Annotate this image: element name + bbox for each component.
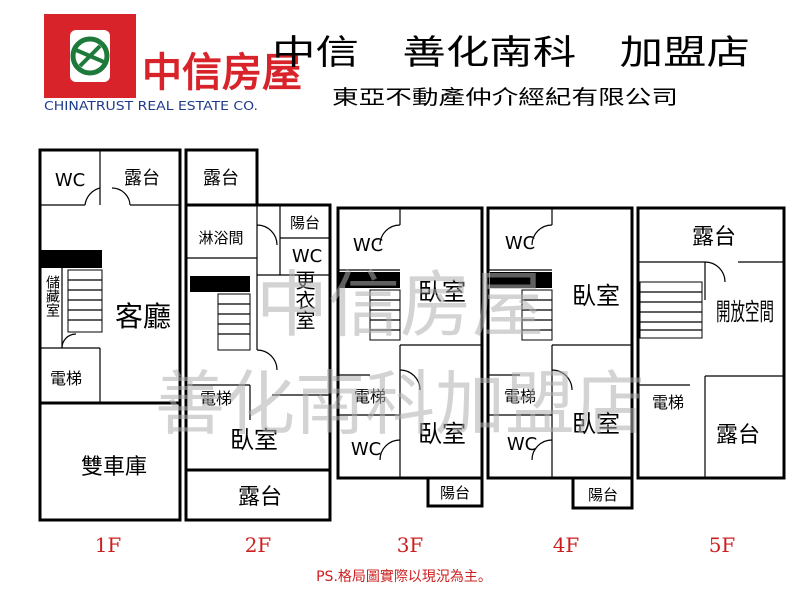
company-logo: 中信房屋 CHINATRUST REAL ESTATE CO. [44, 14, 302, 113]
f4-wc-bottom-label: WC [507, 434, 537, 455]
disclaimer-note: PS.格局圖實際以現況為主。 [316, 568, 492, 585]
f5-terrace-top-label: 露台 [692, 225, 736, 250]
f5-open-space-label: 開放空間 [716, 298, 774, 326]
floor-label-3f: 3F [397, 533, 424, 557]
f4-elevator-label: 電梯 [504, 387, 536, 406]
f4-bedroom-top-label: 臥室 [572, 282, 620, 310]
f2-bedroom-label: 臥室 [230, 426, 278, 454]
f2-terrace-top-label: 露台 [203, 168, 239, 189]
floor-3f-plan: WC 臥室 電梯 WC 臥室 陽台 [336, 206, 484, 508]
watermark-line1: 中信房屋 [256, 263, 544, 347]
f5-terrace-bottom-label: 露台 [716, 423, 760, 448]
f1-living-room-label: 客廳 [115, 300, 171, 333]
f2-shower-label: 淋浴間 [198, 229, 243, 247]
watermark-line2: 善化南科加盟店 [155, 363, 645, 445]
floor-label-2f: 2F [245, 533, 272, 557]
f1-elevator-label: 電梯 [50, 369, 82, 388]
f3-balcony-label: 陽台 [440, 484, 470, 502]
f1-terrace-label: 露台 [124, 168, 160, 189]
logo-brand-cn: 中信房屋 [142, 50, 302, 96]
f3-bedroom-top-label: 臥室 [418, 278, 466, 306]
f4-bedroom-bottom-label: 臥室 [572, 410, 620, 438]
f4-wc-top-label: WC [505, 233, 535, 254]
f2-elevator-label: 電梯 [200, 389, 232, 408]
floor-5f-plan: 露台 開放空間 電梯 露台 [636, 206, 786, 480]
f3-wc-bottom-label: WC [351, 439, 381, 460]
logo-brand-en: CHINATRUST REAL ESTATE CO. [44, 98, 258, 113]
floor-label-4f: 4F [553, 533, 580, 557]
f2-terrace-bottom-label: 露台 [238, 485, 282, 510]
f1-wc-label: WC [55, 170, 85, 191]
f1-storage-label: 儲藏室 [44, 275, 60, 317]
floor-2f-plan: 露台 淋浴間 陽台 WC 更衣室 電梯 臥室 露台 [184, 148, 332, 522]
f2-closet-label: 更衣室 [292, 270, 316, 330]
logo-globe-icon [70, 36, 110, 76]
f1-garage-label: 雙車庫 [81, 455, 147, 480]
floor-label-5f: 5F [709, 533, 736, 557]
floor-4f-plan: WC 臥室 電梯 WC 臥室 陽台 [486, 206, 634, 510]
page-title: 中信 善化南科 加盟店 [272, 33, 750, 73]
f2-wc-label: WC [292, 246, 322, 267]
f3-wc-top-label: WC [353, 235, 383, 256]
floor-1f-plan: WC 露台 儲藏室 客廳 電梯 雙車庫 [38, 148, 182, 522]
f4-balcony-label: 陽台 [588, 486, 618, 504]
floor-label-1f: 1F [95, 533, 122, 557]
f5-elevator-label: 電梯 [652, 393, 684, 412]
f3-bedroom-bottom-label: 臥室 [418, 420, 466, 448]
f3-elevator-label: 電梯 [354, 387, 386, 406]
watermark: 中信房屋 善化南科加盟店 [155, 263, 645, 445]
page-subtitle: 東亞不動產仲介經紀有限公司 [332, 85, 678, 109]
f2-balcony-label: 陽台 [290, 214, 320, 232]
